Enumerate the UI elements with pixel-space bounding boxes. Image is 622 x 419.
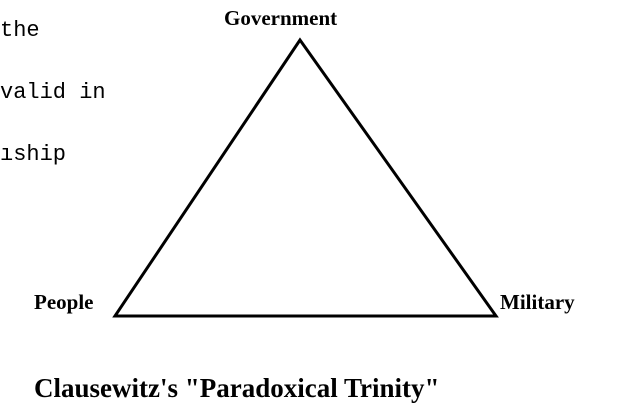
triangle-outline: [112, 37, 499, 318]
vertex-label-people: People: [34, 290, 94, 314]
text-line-2: valid in: [0, 82, 106, 104]
diagram-caption: Clausewitz's "Paradoxical Trinity": [34, 373, 440, 403]
vertex-label-military: Military: [500, 290, 575, 314]
text-line-1: the: [0, 20, 40, 42]
vertex-label-government: Government: [224, 6, 338, 30]
text-line-3: ıship: [0, 144, 67, 166]
